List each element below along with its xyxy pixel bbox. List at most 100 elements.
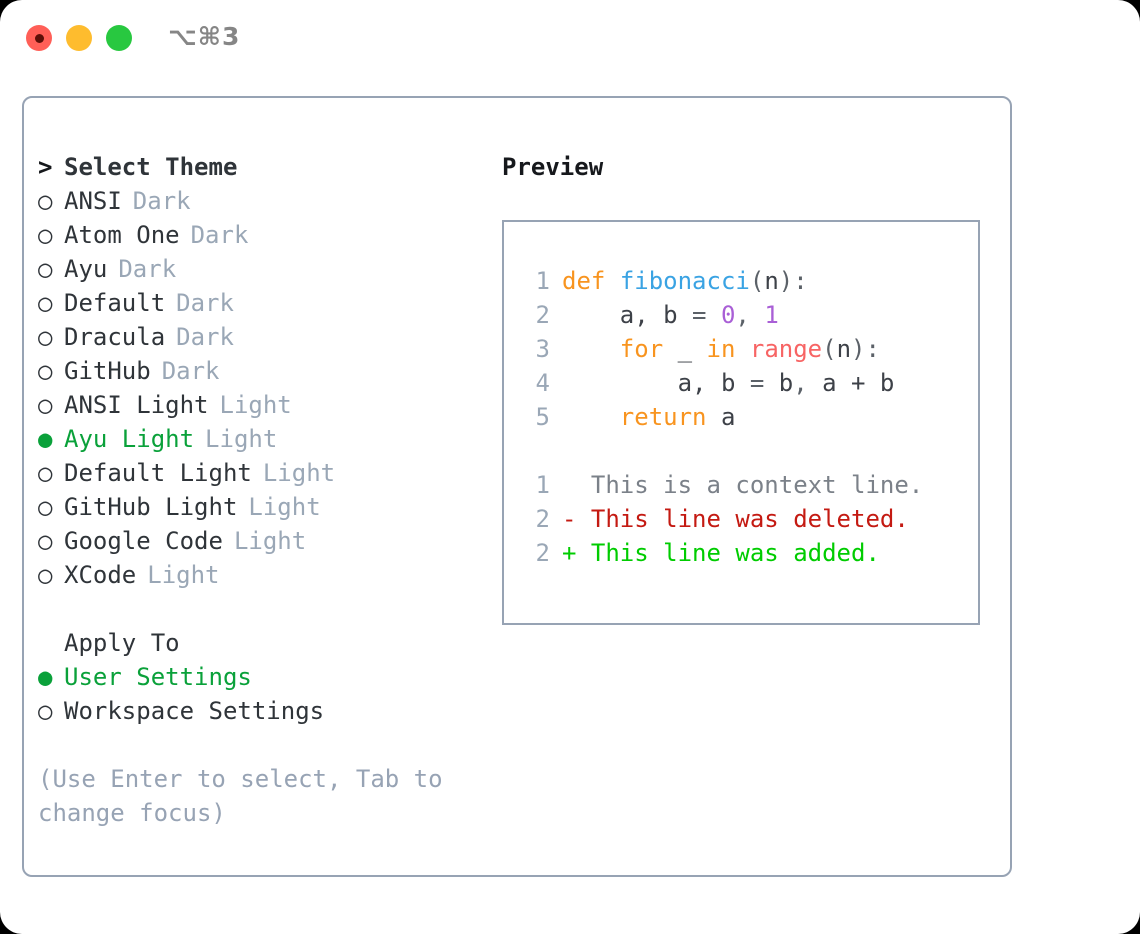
theme-item-variant: Dark	[161, 357, 220, 385]
theme-item-label: Ayu Light	[64, 425, 195, 453]
apply-to-item-label: Workspace Settings	[64, 697, 325, 725]
close-button-icon[interactable]	[26, 25, 52, 51]
code-token: return	[619, 403, 707, 431]
radio-icon-selected[interactable]: ●	[38, 425, 53, 453]
diff-line-added: 2+ This line was added.	[520, 536, 978, 570]
keyboard-hint-text: (Use Enter to select, Tab to change focu…	[38, 765, 458, 827]
theme-item-label: Default Light	[64, 459, 252, 487]
code-token: for	[619, 335, 664, 363]
radio-icon[interactable]: ○	[38, 187, 53, 215]
theme-item-label: ANSI Light	[64, 391, 209, 419]
radio-icon[interactable]: ○	[38, 697, 53, 725]
radio-icon[interactable]: ○	[38, 221, 53, 249]
theme-item-variant: Dark	[176, 289, 234, 317]
code-token: ):	[778, 267, 808, 295]
code-token: (	[822, 335, 837, 363]
radio-icon-selected[interactable]: ●	[38, 663, 53, 691]
line-number: 2	[535, 505, 550, 533]
radio-icon[interactable]: ○	[38, 357, 53, 385]
code-line: 3 for _ in range(n):	[520, 332, 978, 366]
radio-icon[interactable]: ○	[38, 323, 53, 351]
title-bar: ⌥⌘3	[0, 0, 1140, 78]
theme-item-variant: Light	[262, 459, 336, 487]
list-spacer	[38, 592, 488, 626]
diff-text: This is a context line.	[590, 471, 924, 499]
theme-item-xcode[interactable]: ○ XCode Light	[38, 558, 488, 592]
traffic-lights	[26, 25, 132, 51]
theme-item-label: Default	[64, 289, 166, 317]
theme-item-label: Dracula	[64, 323, 166, 351]
keyboard-shortcut-label: ⌥⌘3	[168, 22, 241, 51]
theme-item-default-light[interactable]: ○ Default Light Light	[38, 456, 488, 490]
theme-item-variant: Dark	[132, 187, 191, 215]
diff-line-context: 1 This is a context line.	[520, 468, 978, 502]
code-line: 2 a, b = 0, 1	[520, 298, 978, 332]
code-token: 1	[764, 301, 779, 329]
theme-item-default[interactable]: ○ Default Dark	[38, 286, 488, 320]
zoom-button-icon[interactable]	[106, 25, 132, 51]
minimize-button-icon[interactable]	[66, 25, 92, 51]
apply-to-header-label: Apply To	[64, 629, 180, 657]
code-token: ):	[851, 335, 880, 363]
theme-item-label: GitHub	[64, 357, 151, 385]
radio-icon[interactable]: ○	[38, 459, 53, 487]
code-blank-line	[520, 434, 978, 468]
code-token: (	[749, 267, 765, 295]
diff-prefix: +	[562, 539, 591, 567]
code-line: 5 return a	[520, 400, 978, 434]
radio-icon[interactable]: ○	[38, 527, 53, 555]
code-token: ,	[793, 369, 823, 397]
code-token: a, b	[562, 301, 693, 329]
diff-text: This line was deleted.	[590, 505, 909, 533]
theme-item-variant: Light	[205, 425, 278, 453]
radio-icon[interactable]: ○	[38, 561, 53, 589]
theme-item-ansi-light[interactable]: ○ ANSI Light Light	[38, 388, 488, 422]
line-number: 1	[535, 471, 550, 499]
line-number: 1	[535, 267, 550, 295]
theme-item-variant: Dark	[118, 255, 177, 283]
apply-to-header: Apply To	[38, 626, 488, 660]
radio-icon[interactable]: ○	[38, 255, 53, 283]
theme-item-ayu-light[interactable]: ● Ayu Light Light	[38, 422, 488, 456]
code-token: =	[692, 301, 721, 329]
theme-item-label: GitHub Light	[64, 493, 238, 521]
theme-item-label: Atom One	[64, 221, 180, 249]
select-theme-header-label: Select Theme	[64, 153, 238, 181]
cursor-icon: >	[38, 153, 53, 181]
theme-item-github[interactable]: ○ GitHub Dark	[38, 354, 488, 388]
line-number: 2	[535, 539, 550, 567]
code-token	[735, 332, 749, 366]
code-token: _	[663, 335, 707, 363]
code-token: def	[562, 267, 606, 295]
code-token	[562, 332, 620, 366]
theme-item-label: XCode	[64, 561, 137, 589]
apply-to-item-label: User Settings	[64, 663, 252, 691]
radio-icon[interactable]: ○	[38, 391, 53, 419]
theme-item-variant: Light	[219, 391, 292, 419]
code-token: a	[706, 403, 736, 431]
diff-prefix: -	[562, 505, 591, 533]
theme-item-ayu[interactable]: ○ Ayu Dark	[38, 252, 488, 286]
apply-to-item-workspace-settings[interactable]: ○ Workspace Settings	[38, 694, 488, 728]
theme-item-label: Ayu	[64, 255, 108, 283]
apply-to-item-user-settings[interactable]: ● User Settings	[38, 660, 488, 694]
preview-title: Preview	[502, 153, 604, 181]
theme-item-variant: Light	[233, 527, 307, 555]
diff-line-deleted: 2- This line was deleted.	[520, 502, 978, 536]
select-theme-header: > Select Theme	[38, 150, 488, 184]
code-token: n	[836, 335, 852, 363]
code-token: fibonacci	[619, 267, 750, 295]
theme-item-variant: Light	[147, 561, 220, 589]
radio-icon[interactable]: ○	[38, 289, 53, 317]
radio-icon[interactable]: ○	[38, 493, 53, 521]
